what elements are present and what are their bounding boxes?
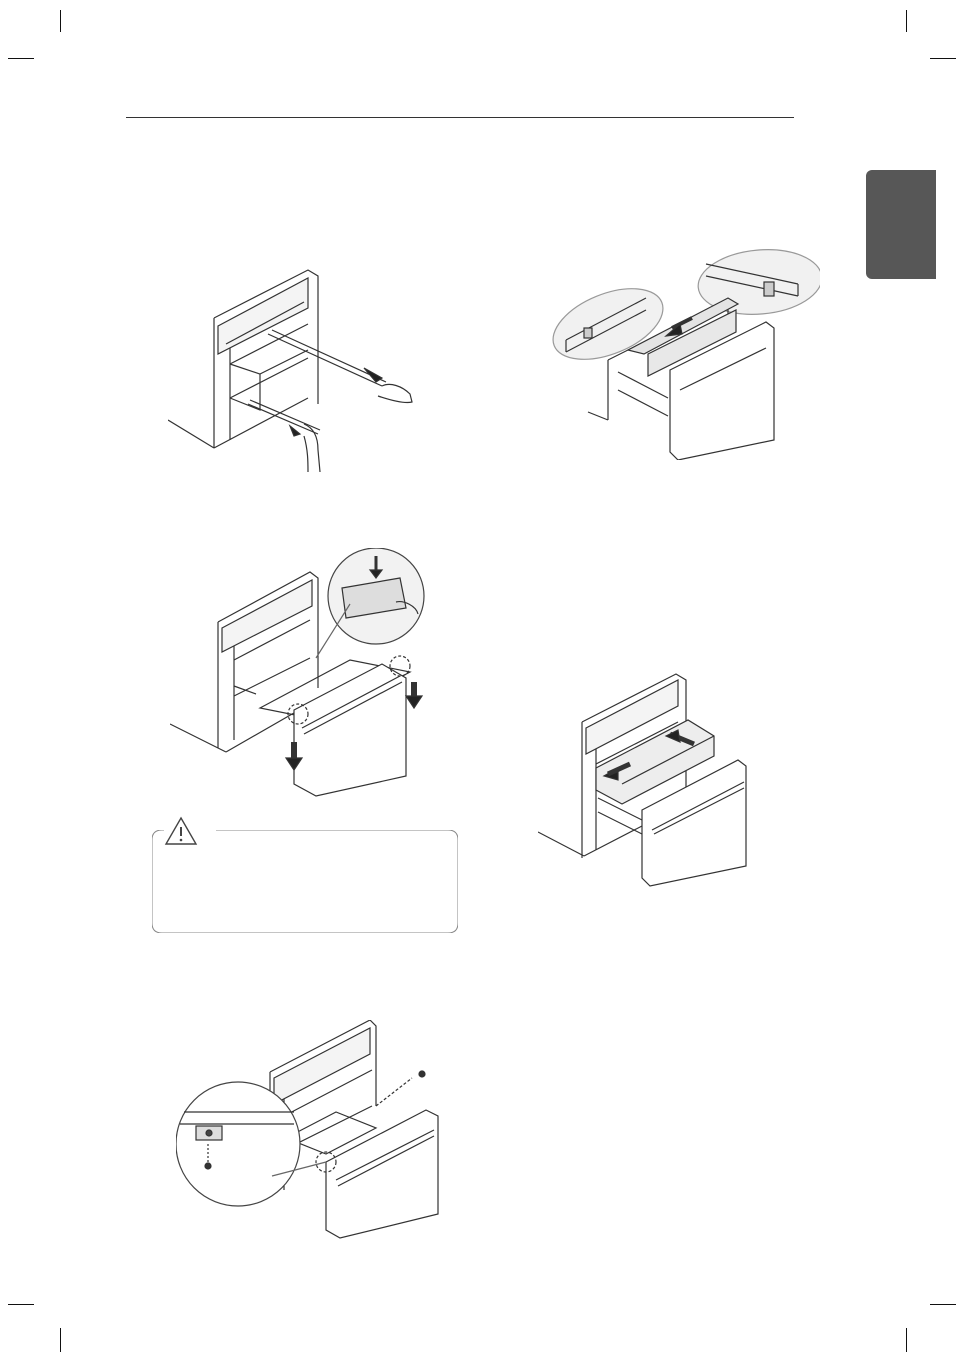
crop-mark <box>8 1304 34 1305</box>
crop-mark <box>906 10 907 32</box>
figure-insert-basket <box>548 240 820 460</box>
figure-drawer-lift-off <box>170 548 432 798</box>
header-rule <box>126 117 794 118</box>
section-side-tab <box>866 170 936 279</box>
figure-remove-rails <box>168 268 418 473</box>
warning-triangle-icon <box>164 816 198 846</box>
figure-basket-slide <box>538 672 758 890</box>
crop-mark <box>930 1304 956 1305</box>
crop-mark <box>906 1328 907 1352</box>
caution-box <box>152 830 458 933</box>
crop-mark <box>930 58 956 59</box>
crop-mark <box>60 1328 61 1352</box>
crop-mark <box>8 58 34 59</box>
figure-screw-detail <box>176 1020 446 1248</box>
crop-mark <box>60 10 61 32</box>
